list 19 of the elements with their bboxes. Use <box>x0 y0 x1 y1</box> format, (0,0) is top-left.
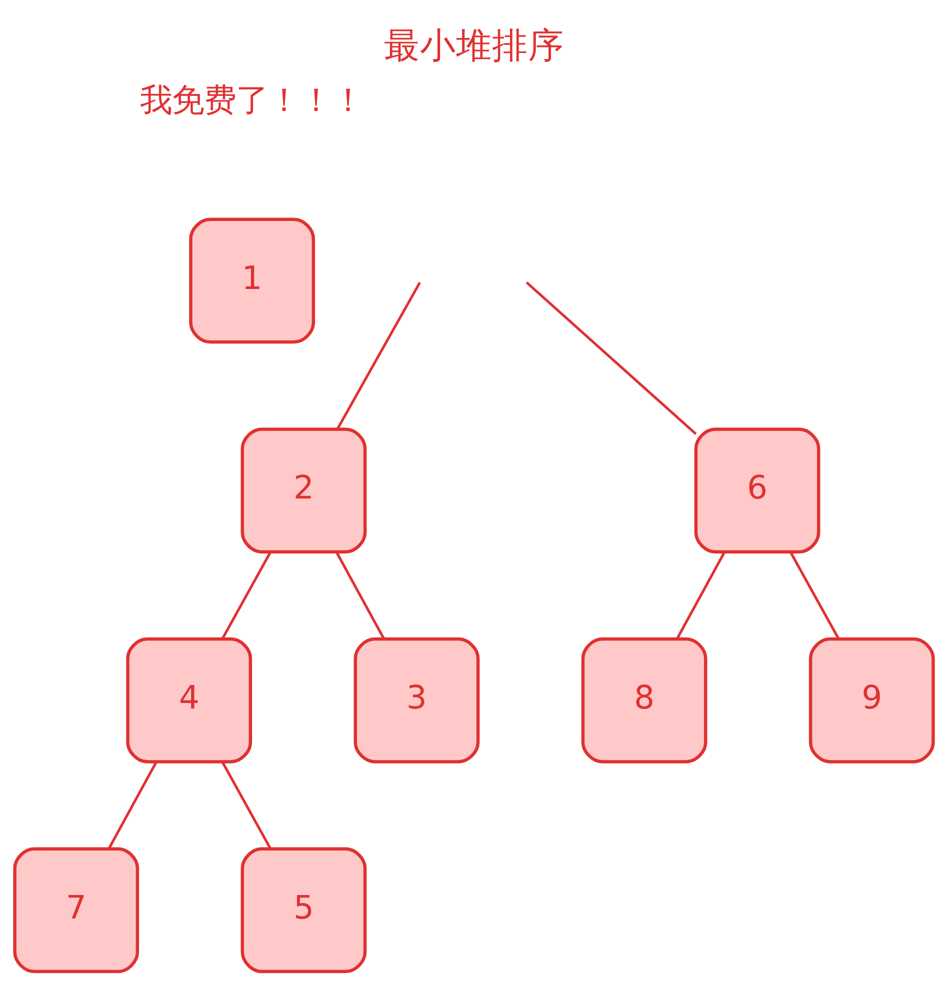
connector <box>335 550 385 639</box>
connector <box>336 281 421 430</box>
connector <box>221 760 272 848</box>
connector <box>676 550 726 639</box>
connector <box>108 760 158 848</box>
node-box: 2 <box>240 427 367 553</box>
node-box: 1 <box>189 217 316 344</box>
node-box: 9 <box>808 636 935 763</box>
node-box: 7 <box>13 846 140 973</box>
node-box: 4 <box>126 636 252 763</box>
diagram-title: 最小堆排序 <box>384 24 564 66</box>
node-box: 3 <box>354 636 480 763</box>
connector <box>789 550 840 639</box>
node-label: 我免费了！！！ <box>140 80 364 119</box>
node-box: 6 <box>694 427 820 553</box>
connector <box>221 550 272 639</box>
node-box: 5 <box>240 846 367 973</box>
node-box: 8 <box>581 636 708 763</box>
connector <box>526 281 697 434</box>
